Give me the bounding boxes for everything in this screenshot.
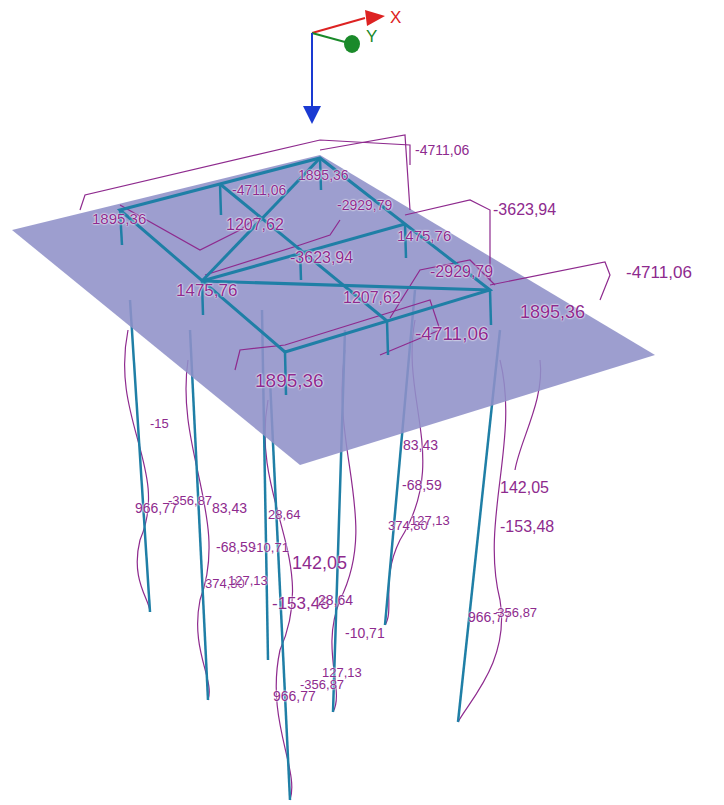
moment-value: -4711,06 <box>232 183 286 197</box>
moment-value: -4711,06 <box>415 143 469 157</box>
y-axis <box>312 33 345 42</box>
moment-value: 142,05 <box>292 554 347 572</box>
moment-value: 28,64 <box>318 593 353 607</box>
moment-value: -2929,79 <box>430 264 493 280</box>
column-stub <box>387 321 388 355</box>
moment-diagram <box>490 262 610 300</box>
floor-plane <box>12 155 655 465</box>
moment-value: 1207,62 <box>343 290 401 306</box>
column-stub <box>490 290 491 325</box>
moment-value: -3623,94 <box>493 202 556 218</box>
z-axis <box>311 33 313 108</box>
moment-value: -153,48 <box>500 519 554 535</box>
beam-outline <box>120 158 490 352</box>
moment-value: 966,77 <box>273 689 316 703</box>
moment-value: -4711,06 <box>626 264 692 281</box>
moment-value: -4711,06 <box>415 324 489 343</box>
moment-value: -10,71 <box>252 541 289 554</box>
moment-value: 1895,36 <box>520 303 585 321</box>
x-arrowhead <box>365 10 385 26</box>
moment-value: 127,13 <box>410 514 450 527</box>
moment-value: -2929,79 <box>337 198 392 212</box>
axis-triad <box>303 10 385 124</box>
moment-value: 28,64 <box>268 508 301 521</box>
moment-value: -10,71 <box>345 626 385 640</box>
moment-value: -3623,94 <box>290 250 353 266</box>
frame-beams <box>120 158 490 352</box>
column <box>130 300 150 612</box>
x-axis <box>312 18 365 33</box>
moment-value: 127,13 <box>228 574 268 587</box>
moment-value: -356,87 <box>493 606 537 619</box>
moment-value: 142,05 <box>500 480 549 496</box>
moment-value: -68,59 <box>402 478 442 492</box>
moment-value: -15 <box>150 417 169 430</box>
moment-value: 1895,36 <box>298 168 349 182</box>
axis-label: Y <box>366 28 377 45</box>
upper-moment-diagrams <box>80 135 610 370</box>
moment-value: 1475,76 <box>176 282 237 299</box>
moment-value: -68,59 <box>216 540 256 554</box>
moment-curve <box>458 360 506 722</box>
moment-value: 1895,36 <box>92 211 146 226</box>
moment-value: 1475,76 <box>397 228 451 243</box>
moment-value: 83,43 <box>403 438 438 452</box>
beam <box>202 281 490 290</box>
axis-label: X <box>390 9 401 26</box>
z-arrowhead <box>303 106 321 124</box>
column-stub <box>220 184 221 215</box>
moment-value: 1895,36 <box>255 371 324 390</box>
y-arrowhead <box>344 35 360 53</box>
moment-value: -356,87 <box>168 494 212 507</box>
moment-value: 1207,62 <box>226 217 284 233</box>
moment-value: 83,43 <box>212 501 247 515</box>
